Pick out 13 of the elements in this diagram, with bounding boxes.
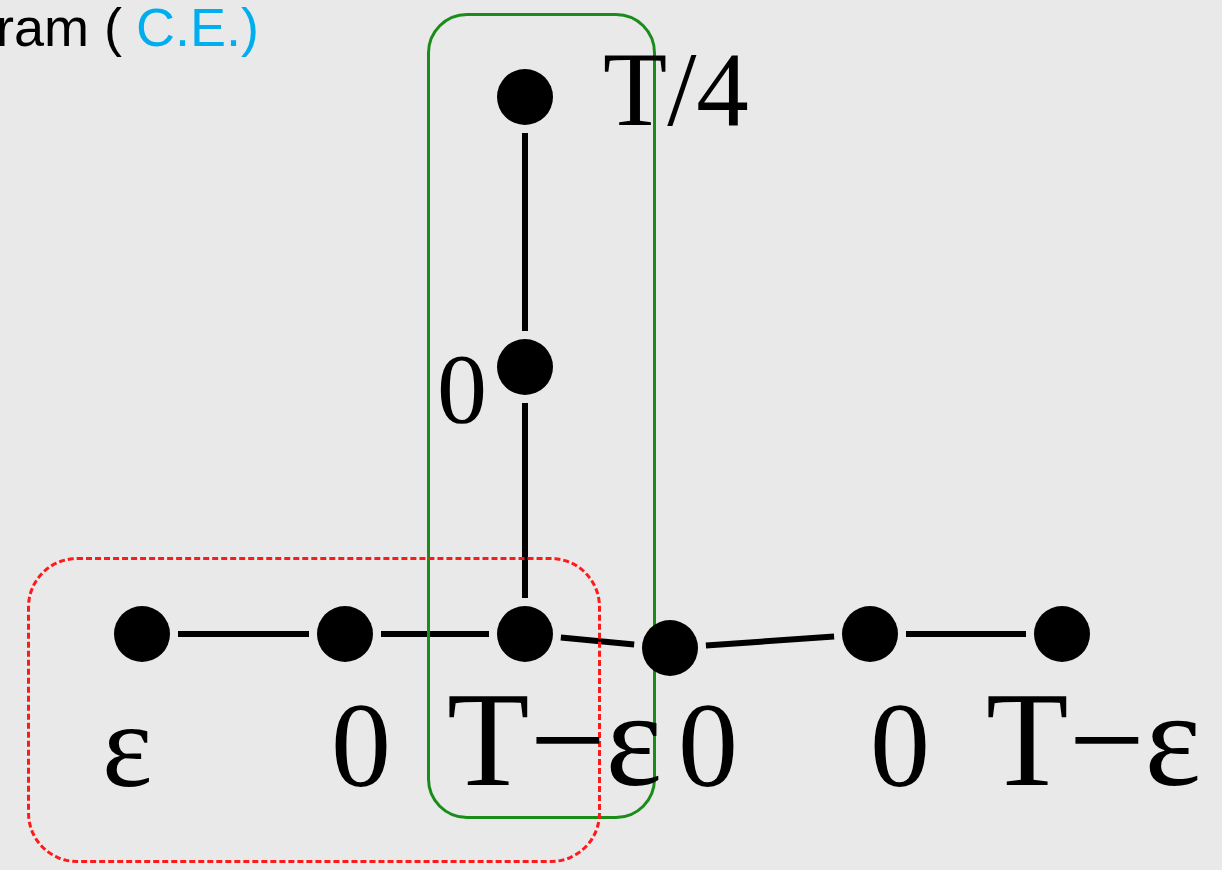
edge-line	[906, 631, 1026, 637]
vertex-label: 0	[437, 339, 487, 439]
edge-line	[560, 634, 635, 648]
vertex-label: 0	[678, 686, 738, 806]
vertex-label: 0	[331, 686, 391, 806]
edge-line	[522, 133, 528, 331]
edge-line	[522, 403, 528, 598]
edge-line	[381, 631, 489, 637]
vertex-label: T−ε	[986, 672, 1202, 807]
edge-line	[178, 631, 309, 637]
edge-line	[705, 633, 835, 649]
vertex-label: 0	[870, 686, 930, 806]
vertex-label: ε	[102, 686, 153, 806]
